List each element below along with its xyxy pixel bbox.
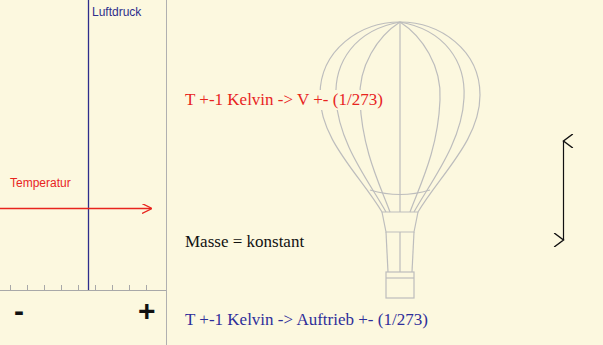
axis-label: Luftdruck [92, 6, 141, 20]
axis-label: Temperatur [10, 177, 71, 191]
formula-text: Masse = konstant [183, 232, 306, 252]
formula-text: T +-1 Kelvin -> Auftrieb +- (1/273) [183, 310, 430, 330]
formula-text: T +-1 Kelvin -> V +- (1/273) [183, 90, 385, 110]
panel-divider [166, 0, 167, 345]
scale-sign: - [14, 294, 24, 329]
balloon-outline [320, 22, 480, 298]
scale-sign: + [138, 294, 156, 329]
up-down-arrow [563, 141, 564, 240]
pressure-line [88, 0, 89, 290]
scale-axis [0, 285, 166, 291]
temperature-arrow [0, 208, 151, 209]
